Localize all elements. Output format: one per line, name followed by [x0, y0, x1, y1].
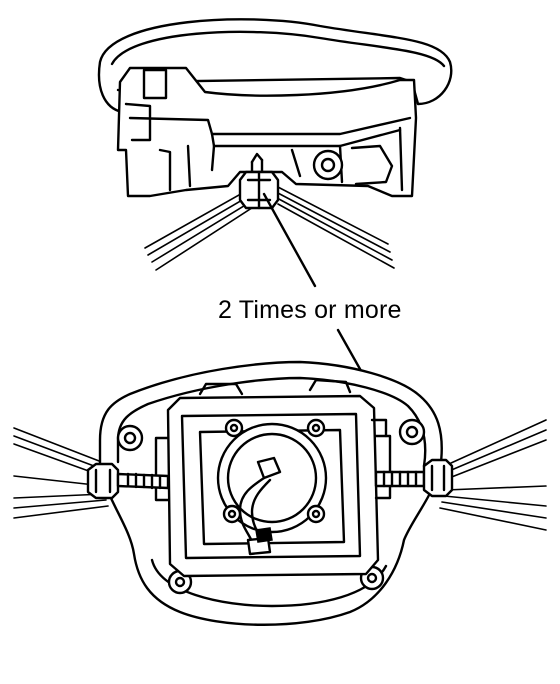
bottom-housing-bosses	[116, 418, 426, 595]
top-right-spoke-wires	[275, 185, 395, 269]
bottom-inflator-disk	[216, 422, 328, 534]
bottom-inflator-connector	[238, 456, 282, 556]
bottom-right-mounting-bolt	[374, 458, 454, 498]
top-housing-boss	[312, 149, 344, 181]
callout-label: 2 Times or more	[218, 296, 402, 324]
top-left-spoke-wires	[144, 185, 259, 271]
callout-leader-line	[262, 192, 317, 288]
bottom-left-mounting-bolt	[86, 462, 170, 500]
bottom-right-spoke-wires	[439, 419, 547, 531]
top-airbag-module-side-view	[97, 18, 453, 271]
bottom-inflator-plate-bolts	[222, 418, 326, 524]
bottom-airbag-module-rear-view	[13, 360, 547, 626]
